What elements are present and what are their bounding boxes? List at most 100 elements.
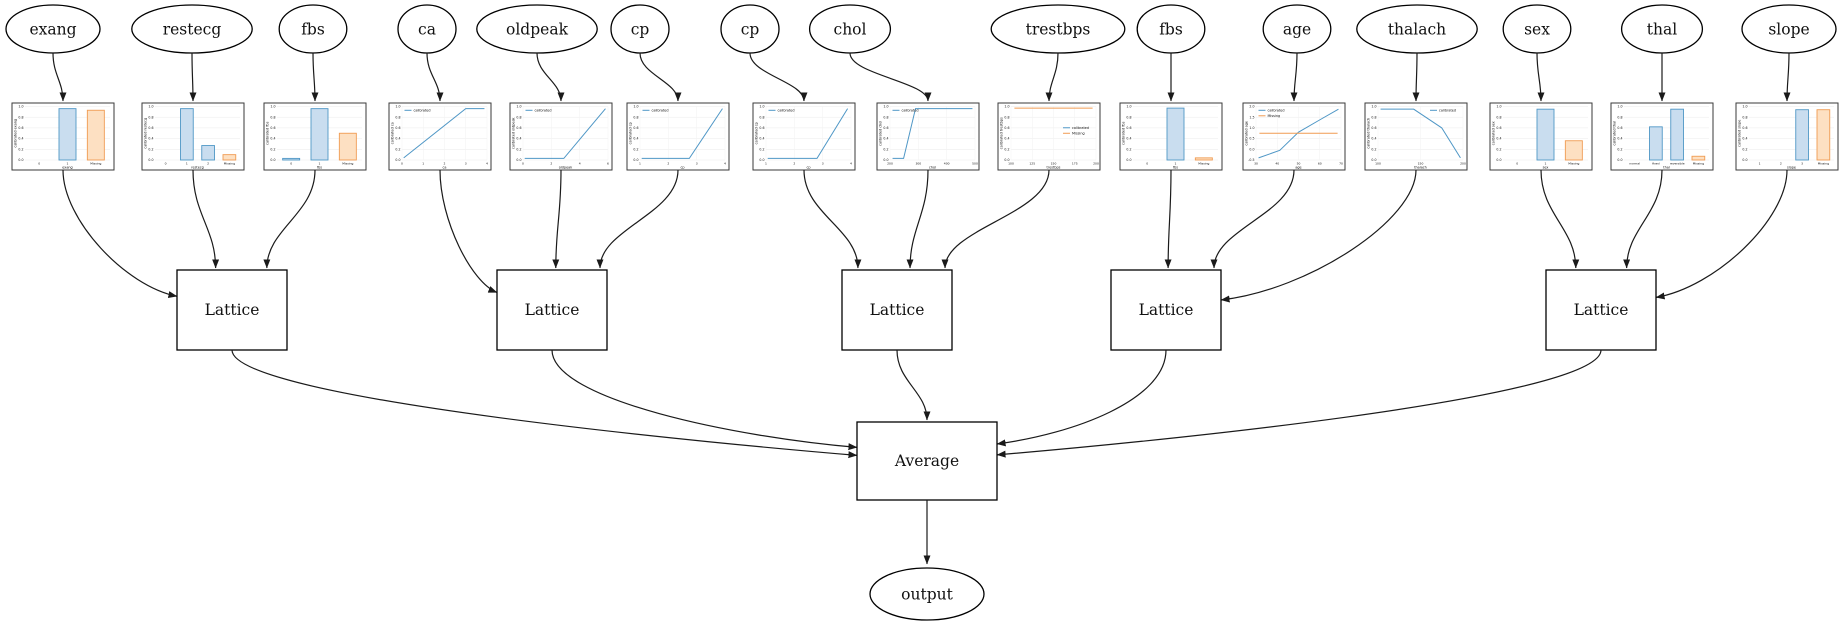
- x-tick-label: 50: [1297, 162, 1301, 166]
- feature-node-exang: exang: [5, 4, 101, 54]
- x-tick-label: 100: [1008, 162, 1014, 166]
- y-tick-label: 0.8: [516, 115, 521, 119]
- y-tick-label: 0.8: [148, 115, 153, 119]
- feature-node-restecg: restecg: [131, 4, 253, 54]
- x-tick-label: 0: [290, 162, 292, 166]
- feature-node-fbs: fbs: [278, 4, 348, 54]
- x-tick-label: 1: [765, 162, 767, 166]
- average-node: Average: [856, 421, 998, 501]
- edge-feature-to-calibrator: [426, 52, 444, 102]
- x-axis-label: trestbps: [1047, 166, 1061, 170]
- edge-lattice-to-average: [551, 349, 858, 451]
- x-tick-label: Missing: [1818, 162, 1829, 166]
- x-tick-label: Missing: [224, 162, 235, 166]
- x-tick-label: Missing: [1693, 162, 1704, 166]
- feature-label: restecg: [163, 21, 222, 39]
- legend-label: calibrated: [1268, 109, 1285, 113]
- x-tick-label: 0: [165, 162, 167, 166]
- x-tick-label: 4: [579, 162, 581, 166]
- y-tick-label: -0.5: [1248, 158, 1254, 162]
- y-tick-label: 0.2: [759, 147, 764, 151]
- lattice-node-2: Lattice: [841, 269, 953, 351]
- y-tick-label: 0.0: [516, 158, 521, 162]
- y-tick-label: 0.0: [1496, 158, 1501, 162]
- x-tick-label: 2: [1780, 162, 1782, 166]
- y-tick-label: 0.2: [270, 147, 275, 151]
- x-tick-label: 4: [486, 162, 488, 166]
- y-tick-label: 0.6: [1496, 126, 1501, 130]
- x-tick-label: 500: [972, 162, 978, 166]
- x-axis-label: slope: [1787, 166, 1796, 170]
- calibration-line-calibrated: [641, 108, 723, 159]
- x-tick-label: normal: [1629, 162, 1640, 166]
- x-tick-label: 4: [850, 162, 852, 166]
- lattice-box: [496, 269, 608, 351]
- x-tick-label: 400: [944, 162, 950, 166]
- y-tick-label: 1.0: [1004, 105, 1009, 109]
- edge-calibrator-to-lattice: [1655, 169, 1788, 300]
- lattice-box: [176, 269, 288, 351]
- bar-Missing: [222, 154, 237, 161]
- x-axis-label: oldpeak: [559, 166, 572, 170]
- y-tick-label: 0.6: [18, 126, 23, 130]
- edge-feature-to-calibrator: [849, 52, 932, 102]
- x-tick-label: 3: [696, 162, 698, 166]
- legend-label: calibrated: [1439, 109, 1456, 113]
- x-axis-label: age: [1295, 166, 1301, 170]
- calibration-line-calibrated: [403, 108, 485, 159]
- bar-Missing: [1564, 140, 1583, 161]
- y-axis-label: calibrated oldpeak: [512, 117, 516, 149]
- feature-node-sex: sex: [1502, 4, 1572, 54]
- x-tick-label: Missing: [342, 162, 353, 166]
- y-tick-label: 0.6: [516, 126, 521, 130]
- y-tick-label: 1.0: [1742, 105, 1747, 109]
- feature-label: fbs: [301, 21, 325, 39]
- lattice-label: Lattice: [870, 301, 925, 319]
- feature-label: exang: [29, 21, 76, 39]
- x-tick-label: 0: [1146, 162, 1148, 166]
- y-axis-label: calibrated fbs: [1122, 121, 1126, 144]
- y-tick-label: 0.5: [1249, 137, 1254, 141]
- y-axis-label: calibrated age: [1245, 121, 1249, 145]
- bar-calibrated: [282, 157, 301, 161]
- legend-label: Missing: [1072, 131, 1085, 135]
- x-axis-label: exang: [62, 166, 72, 170]
- x-tick-label: 70: [1339, 162, 1343, 166]
- y-tick-label: 1.0: [18, 105, 23, 109]
- x-tick-label: 2: [444, 162, 446, 166]
- y-tick-label: 0.0: [1249, 147, 1254, 151]
- y-tick-label: 0.6: [1371, 126, 1376, 130]
- x-tick-label: 40: [1275, 162, 1279, 166]
- y-tick-label: 0.0: [759, 158, 764, 162]
- edge-feature-to-calibrator: [52, 52, 67, 102]
- x-tick-label: Missing: [1198, 162, 1209, 166]
- y-tick-label: 0.4: [633, 137, 638, 141]
- feature-node-chol: chol: [808, 4, 892, 54]
- x-tick-label: 2: [667, 162, 669, 166]
- y-tick-label: 0.8: [1617, 115, 1622, 119]
- x-tick-label: 2: [793, 162, 795, 166]
- y-tick-label: 0.2: [633, 147, 638, 151]
- y-tick-label: 0.2: [148, 147, 153, 151]
- x-tick-label: 125: [1029, 162, 1035, 166]
- x-axis-label: sex: [1543, 166, 1549, 170]
- edge-lattice-to-average: [996, 349, 1167, 447]
- feature-label: cp: [631, 21, 650, 39]
- y-tick-label: 0.2: [1371, 147, 1376, 151]
- y-tick-label: 1.0: [516, 105, 521, 109]
- y-tick-label: 0.0: [883, 158, 888, 162]
- edge-feature-to-calibrator: [749, 52, 808, 102]
- output-ellipse: [869, 567, 985, 621]
- y-tick-label: 0.6: [1742, 126, 1747, 130]
- bar-calibrated: [1536, 108, 1555, 161]
- y-tick-label: 0.4: [1004, 137, 1009, 141]
- feature-label: fbs: [1159, 21, 1183, 39]
- x-tick-label: 1: [1545, 162, 1547, 166]
- y-tick-label: 1.0: [1249, 126, 1254, 130]
